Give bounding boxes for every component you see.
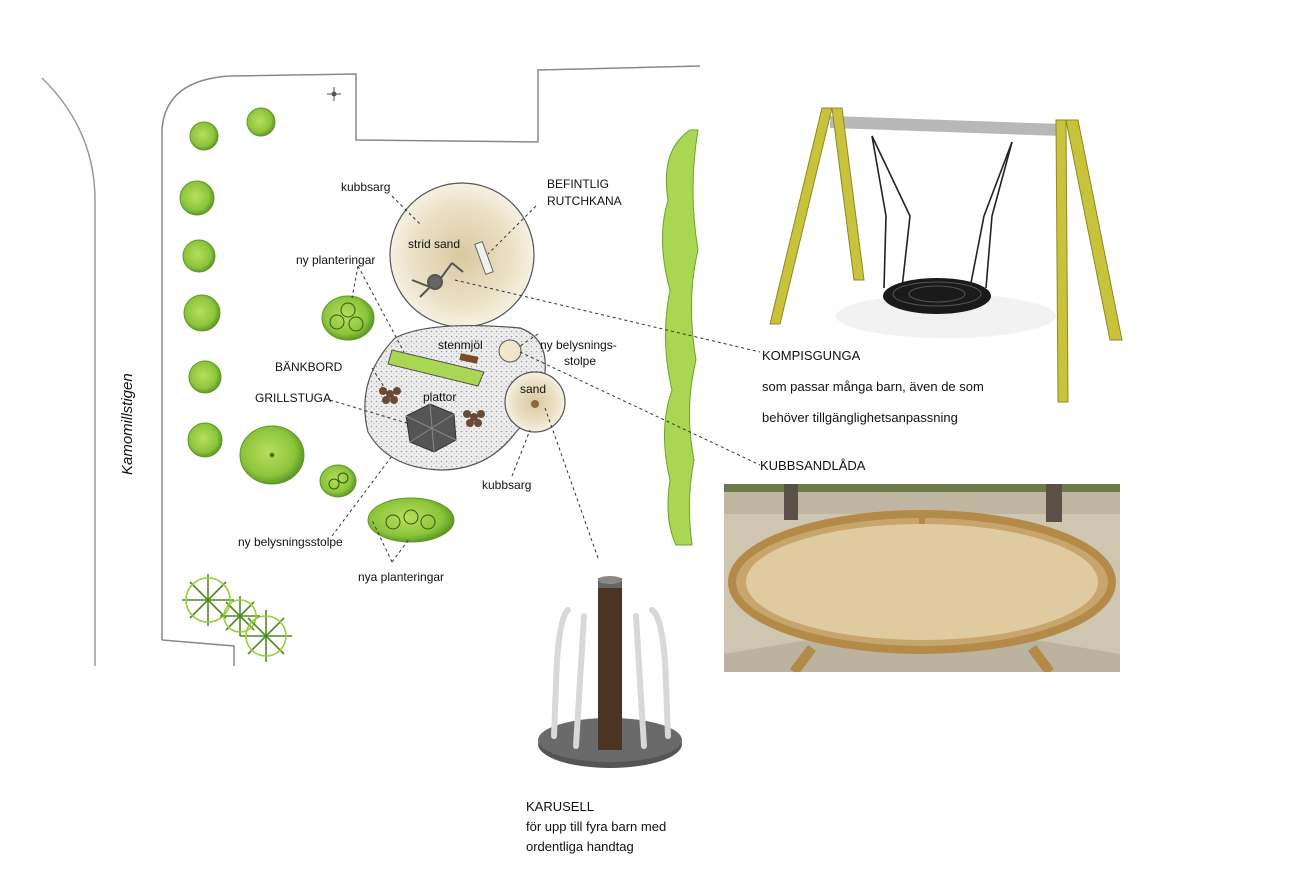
slide-icon xyxy=(474,240,494,276)
street-name: Kamomillstigen xyxy=(119,373,136,475)
table-flower-icon xyxy=(463,410,485,427)
label-grillstuga: GRILLSTUGA xyxy=(255,391,331,405)
bench-table-icon xyxy=(459,353,479,364)
karusell-title: KARUSELL xyxy=(526,799,594,814)
plot-boundary-bottom xyxy=(161,639,235,666)
label-ny-belysnings: ny belysnings- xyxy=(540,338,617,352)
kompisgunga-line1: som passar många barn, även de som xyxy=(762,379,984,394)
label-sand: sand xyxy=(520,382,546,396)
road-edge xyxy=(41,77,96,666)
planting-bed xyxy=(387,349,485,387)
label-nya-planteringar: nya planteringar xyxy=(358,570,444,584)
pine-trees xyxy=(182,574,292,662)
label-rutchkana: RUTCHKANA xyxy=(547,194,622,208)
plot-boundary xyxy=(161,65,701,640)
label-strid-sand: strid sand xyxy=(408,237,460,251)
sand-center-icon xyxy=(531,400,539,408)
karusell-line1: för upp till fyra barn med xyxy=(526,819,667,834)
survey-marker-icon xyxy=(327,87,341,101)
karusell-line2: ordentliga handtag xyxy=(526,839,634,854)
sand-area-top xyxy=(389,182,535,328)
label-ny-planteringar: ny planteringar xyxy=(296,253,375,267)
kompisgunga-line2: behöver tillgänglighetsanpassning xyxy=(762,410,958,425)
hedge xyxy=(662,129,699,546)
kubbsandlada-title: KUBBSANDLÅDA xyxy=(760,458,866,473)
label-stolpe: stolpe xyxy=(564,354,596,368)
swing-image xyxy=(769,107,1123,403)
carousel-image xyxy=(538,576,682,768)
grill-hut-icon xyxy=(405,403,457,453)
leader-lines xyxy=(329,195,761,563)
label-stenmjol: stenmjöl xyxy=(438,338,483,352)
label-plattor: plattor xyxy=(423,390,456,404)
shrub-group xyxy=(319,295,455,543)
label-kubbsarg-bottom: kubbsarg xyxy=(482,478,531,492)
tree-row xyxy=(179,107,305,485)
kompisgunga-title: KOMPISGUNGA xyxy=(762,348,861,363)
sandbox-image xyxy=(724,484,1120,672)
label-befintlig: BEFINTLIG xyxy=(547,177,609,191)
light-post-icon xyxy=(498,339,522,363)
label-kubbsarg-top: kubbsarg xyxy=(341,180,390,194)
label-bankbord: BÄNKBORD xyxy=(275,360,343,374)
label-ny-belysningsstolpe: ny belysningsstolpe xyxy=(238,535,343,549)
swing-symbol-icon xyxy=(411,262,464,298)
